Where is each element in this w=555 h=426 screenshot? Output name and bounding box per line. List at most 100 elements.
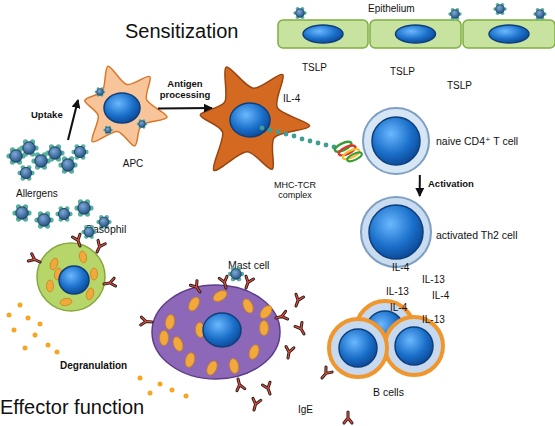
allergen-particle (103, 126, 113, 135)
cell-nucleus (489, 25, 529, 43)
granule (55, 350, 60, 355)
epithelial-cell (278, 20, 368, 48)
cytokine-label: IL-13 (422, 274, 445, 286)
cytokine-label: IL-4 (283, 93, 300, 105)
allergen-cluster: Allergens (8, 140, 88, 202)
ige-antibody (242, 276, 253, 289)
cytokine-label: IL-13 (422, 314, 445, 326)
ige-antibody (219, 276, 230, 289)
cell-label: Allergens (16, 188, 58, 200)
ige-antibody (275, 311, 288, 322)
epithelium-band: Epithelium (278, 4, 555, 50)
cell-nucleus (230, 103, 270, 137)
peptide-bead (316, 141, 321, 146)
b-cell-cluster: B cells (328, 300, 443, 392)
granule (91, 268, 98, 280)
cytokine-label: TSLP (302, 62, 327, 74)
cytokine-label: IL-13 (386, 286, 409, 298)
allergen-particle (58, 156, 77, 173)
basophil-cell: Basophil (36, 242, 106, 312)
granule (205, 359, 219, 376)
allergen-particle (293, 7, 306, 19)
granule (260, 321, 269, 336)
granule (46, 343, 51, 348)
granule (33, 333, 38, 338)
process-arrow (419, 175, 421, 196)
peptide-bead (260, 126, 265, 131)
peptide-bead (324, 143, 329, 148)
granule (241, 297, 255, 314)
peptide-bead (308, 139, 313, 144)
cell-shape (360, 196, 432, 268)
allergen-particle (493, 3, 506, 15)
allergen-particle (34, 211, 53, 228)
mast-cell: Mast cell (150, 282, 282, 382)
epithelial-cell (463, 20, 555, 48)
dendritic-cell-body (200, 67, 309, 171)
arrow-label: Activation (428, 179, 474, 190)
allergen-particle (74, 199, 93, 216)
cell-nucleus (104, 93, 140, 123)
antibody-label: IgE (298, 404, 313, 416)
granule (247, 343, 261, 360)
cell-membrane (152, 285, 280, 379)
cell-shape (212, 58, 322, 198)
complex-ring (341, 147, 360, 161)
cell-label: Mast cell (228, 259, 269, 271)
allergen-particle (137, 119, 148, 129)
granule (228, 358, 239, 374)
granule (26, 316, 31, 321)
epithelial-cell (370, 20, 461, 48)
cell-membrane (385, 317, 443, 375)
allergen-particle (81, 225, 96, 239)
allergen-particle (533, 8, 546, 20)
cytokine-label: IL-4 (392, 262, 409, 274)
granule (59, 298, 72, 307)
cell-shape (78, 58, 158, 173)
cell-shape (328, 300, 443, 392)
granule (7, 313, 12, 318)
peptide-bead (332, 145, 337, 150)
arrow-label: Uptake (31, 110, 63, 121)
mhc-ring (346, 151, 363, 163)
ige-antibody (262, 382, 273, 395)
granule (148, 391, 153, 396)
cell-nucleus (303, 25, 343, 43)
cell-shape (150, 282, 282, 382)
cell-label: B cells (373, 386, 404, 398)
cell-label: activated Th2 cell (436, 229, 518, 241)
cytokine-label: IL-4 (390, 302, 407, 314)
t-cell: naive CD4⁺ T cell (362, 107, 430, 175)
cell-nucleus (395, 327, 433, 365)
ige-antibody (28, 254, 41, 266)
allergen-particle (448, 8, 461, 20)
cell-shape (362, 107, 430, 175)
cell-nucleus (369, 205, 423, 259)
degranulation-granules (7, 303, 189, 399)
ige-antibody (295, 322, 307, 336)
granule (47, 280, 54, 292)
cell-label: naive CD4⁺ T cell (436, 135, 518, 147)
cell-shape (36, 242, 106, 312)
allergen-particle (228, 267, 244, 282)
mhc-ring (334, 140, 353, 154)
allergen-particle (12, 204, 31, 221)
ige-antibody (141, 317, 153, 326)
granule (18, 303, 23, 308)
peptide-bead (292, 134, 297, 139)
granule (23, 346, 28, 351)
cell-nucleus (59, 266, 89, 294)
granule (184, 394, 189, 399)
peptide-bead (276, 130, 281, 135)
th2-cell: activated Th2 cell (360, 196, 432, 268)
ige-antibody (344, 412, 352, 423)
cell-label: APC (108, 158, 158, 170)
granule (171, 335, 185, 352)
cytokine-label: IL-4 (432, 290, 449, 302)
complex-label: MHC-TCR complex (264, 180, 326, 201)
peptide-bead (268, 128, 273, 133)
cell-nucleus (203, 313, 241, 347)
